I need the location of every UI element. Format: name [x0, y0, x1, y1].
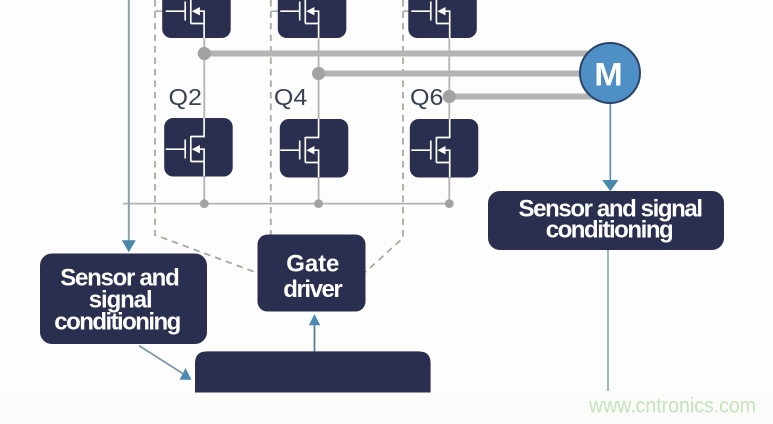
svg-text:signal: signal	[89, 287, 153, 314]
svg-text:Q6: Q6	[410, 85, 443, 111]
svg-text:M: M	[594, 57, 623, 93]
svg-text:Q2: Q2	[169, 85, 202, 111]
svg-text:Sensor and: Sensor and	[60, 265, 180, 292]
svg-text:conditioning: conditioning	[54, 309, 181, 336]
svg-text:driver: driver	[283, 276, 343, 303]
svg-text:Gate: Gate	[286, 251, 339, 278]
svg-text:conditioning: conditioning	[546, 216, 674, 243]
svg-text:Sensor and signal: Sensor and signal	[519, 195, 704, 222]
svg-text:www.cntronics.com: www.cntronics.com	[588, 395, 756, 418]
svg-text:Q4: Q4	[274, 85, 307, 111]
